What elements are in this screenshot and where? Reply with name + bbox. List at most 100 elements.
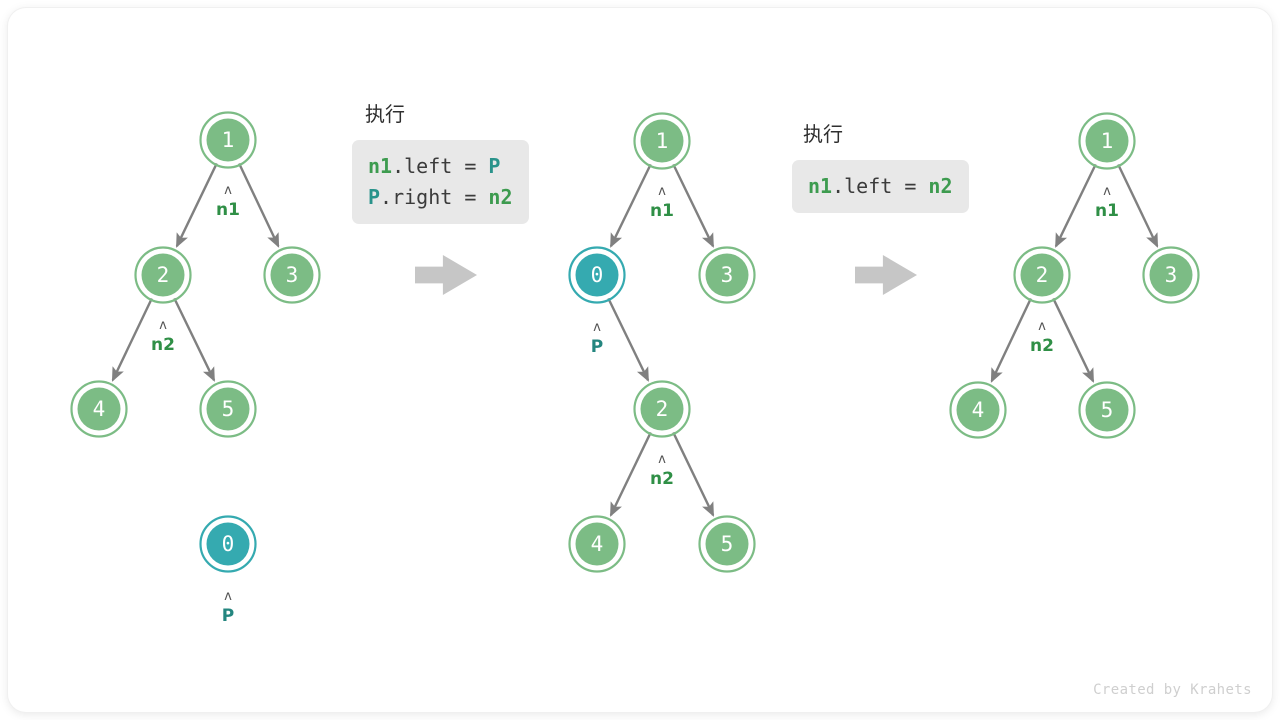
caret-icon: ʌ	[224, 183, 232, 198]
node-outer-ring	[199, 380, 257, 438]
tree-edge	[607, 297, 650, 382]
pointer-name: n1	[1095, 201, 1119, 221]
caret-icon: ʌ	[658, 452, 666, 467]
node-value: 4	[972, 398, 985, 422]
node-disc	[705, 522, 749, 566]
caret-icon: ʌ	[1038, 319, 1046, 334]
tree-edge	[672, 431, 715, 517]
tree-edge	[609, 431, 652, 517]
node-value: 2	[1036, 263, 1049, 287]
node-value: 5	[222, 397, 235, 421]
code-token: n2	[488, 185, 513, 209]
tree-node[interactable]: 3	[1142, 246, 1200, 304]
credit-text: Created by Krahets	[1093, 682, 1252, 698]
tree-edge	[609, 163, 652, 248]
node-outer-ring	[1078, 112, 1136, 170]
tree-edge	[1052, 297, 1095, 383]
node-outer-ring	[70, 380, 128, 438]
node-outer-ring	[698, 246, 756, 304]
code-line: n1.left = P	[368, 151, 513, 182]
caret-icon: ʌ	[224, 589, 232, 604]
node-value: 0	[591, 263, 604, 287]
node-outer-ring	[1078, 381, 1136, 439]
code-token: n1	[368, 154, 393, 178]
code-block-3: n1.left = n2	[792, 160, 969, 213]
tree-edge	[1054, 163, 1097, 248]
pointer-name: n2	[151, 335, 175, 355]
node-outer-ring	[1013, 246, 1071, 304]
caret-icon: ʌ	[658, 184, 666, 199]
pointer-label: ʌn2	[650, 452, 674, 489]
code-token: P	[488, 154, 501, 178]
tree-node[interactable]: 1	[199, 111, 257, 169]
node-value: 2	[157, 263, 170, 287]
caret-icon: ʌ	[593, 320, 601, 335]
node-value: 1	[1101, 129, 1114, 153]
node-disc	[956, 388, 1000, 432]
tree-node[interactable]: 5	[698, 515, 756, 573]
node-outer-ring	[1142, 246, 1200, 304]
step-title-3: 执行	[803, 122, 843, 146]
node-outer-ring	[698, 515, 756, 573]
node-outer-ring	[199, 111, 257, 169]
flow-arrows-layer	[415, 255, 917, 295]
node-disc	[206, 118, 250, 162]
code-line: P.right = n2	[368, 182, 513, 213]
tree-node[interactable]: 4	[568, 515, 626, 573]
tree-node[interactable]: 3	[263, 246, 321, 304]
tree-node[interactable]: 5	[199, 380, 257, 438]
node-disc	[77, 387, 121, 431]
node-value: 1	[222, 128, 235, 152]
node-value: 2	[656, 397, 669, 421]
pointer-label: ʌP	[222, 589, 234, 626]
node-value: 3	[286, 263, 299, 287]
tree-edge	[175, 162, 218, 248]
tree-edge	[111, 297, 153, 382]
node-disc	[206, 522, 250, 566]
node-disc	[1149, 253, 1193, 297]
tree-node[interactable]: 1	[1078, 112, 1136, 170]
tree-node[interactable]: 1	[633, 112, 691, 170]
node-disc	[575, 253, 619, 297]
node-value: 3	[1165, 263, 1178, 287]
pointer-label: ʌ n1	[650, 184, 674, 221]
tree-node[interactable]: 3	[698, 246, 756, 304]
flow-arrow-1	[415, 255, 477, 295]
tree-nodes-layer: 1 2 3 4 5 0 1 0 3 2 4 5 1 2 3 4 5	[70, 111, 1200, 573]
tree-node[interactable]: 2	[1013, 246, 1071, 304]
tree-edge	[990, 297, 1032, 383]
tree-edge	[238, 162, 280, 248]
tree-node[interactable]: 5	[1078, 381, 1136, 439]
node-disc	[1085, 388, 1129, 432]
code-token: .left =	[392, 154, 489, 178]
node-value: 0	[222, 532, 235, 556]
node-disc	[575, 522, 619, 566]
node-disc	[206, 387, 250, 431]
node-outer-ring	[633, 380, 691, 438]
tree-node[interactable]: 2	[134, 246, 192, 304]
node-outer-ring	[568, 246, 626, 304]
code-token: n1	[808, 174, 833, 198]
tree-edge	[173, 297, 216, 382]
tree-node[interactable]: 0	[199, 515, 257, 573]
pointer-label: ʌn2	[151, 318, 175, 355]
tree-node[interactable]: 0	[568, 246, 626, 304]
code-line: n1.left = n2	[808, 171, 953, 202]
tree-node[interactable]: 2	[633, 380, 691, 438]
node-disc	[1085, 119, 1129, 163]
node-outer-ring	[199, 515, 257, 573]
code-token: .right =	[380, 185, 489, 209]
pointer-name: n1	[650, 201, 674, 221]
code-token: n2	[928, 174, 953, 198]
tree-node[interactable]: 4	[70, 380, 128, 438]
node-disc	[141, 253, 185, 297]
node-outer-ring	[633, 112, 691, 170]
node-disc	[705, 253, 749, 297]
code-token: P	[368, 185, 381, 209]
tree-node[interactable]: 4	[949, 381, 1007, 439]
node-value: 4	[93, 397, 106, 421]
caret-icon: ʌ	[1103, 184, 1111, 199]
node-outer-ring	[568, 515, 626, 573]
